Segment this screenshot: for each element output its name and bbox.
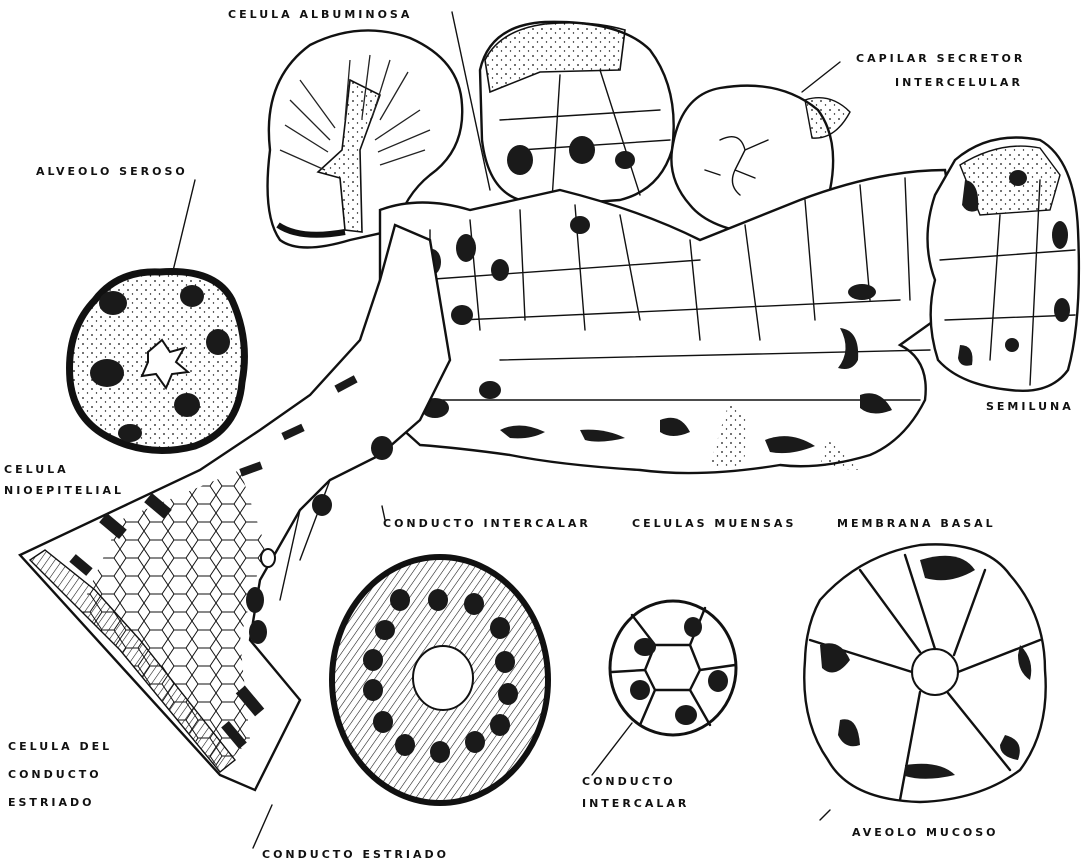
label-estriado: ESTRIADO: [8, 796, 95, 809]
label-membrana-basal: MEMBRANA BASAL: [837, 517, 996, 530]
label-alveolo-seroso: ALVEOLO SEROSO: [36, 165, 188, 178]
label-celula-mioepitelial-2: NIOEPITELIAL: [4, 484, 124, 497]
demilune-cluster: [928, 138, 1079, 391]
label-intercelular: INTERCELULAR: [895, 76, 1023, 89]
label-capilar-secretor: CAPILAR SECRETOR: [856, 52, 1025, 65]
label-celula-albuminosa: CELULA ALBUMINOSA: [228, 8, 412, 21]
striated-duct-section: [332, 557, 548, 803]
label-conducto-estriado: CONDUCTO ESTRIADO: [262, 848, 449, 861]
label-conducto-intercalar-2: INTERCALAR: [582, 797, 689, 810]
upper-acinus: [480, 22, 674, 203]
label-alveolo-mucoso: AVEOLO MUCOSO: [852, 826, 999, 839]
label-celula-del: CELULA DEL: [8, 740, 112, 753]
label-celulas-mucosas: CELULAS MUENSAS: [632, 517, 796, 530]
label-conducto-intercalar-1: CONDUCTO: [582, 775, 676, 788]
label-conducto-intercalar-top: CONDUCTO INTERCALAR: [383, 517, 591, 530]
label-celula-mioepitelial-1: CELULA: [4, 463, 69, 476]
acinus-body: [370, 170, 960, 473]
label-conducto: CONDUCTO: [8, 768, 102, 781]
serous-alveolus: [70, 272, 245, 451]
mucous-alveolus: [804, 544, 1045, 802]
label-semiluna: SEMILUNA: [986, 400, 1074, 413]
intercalated-duct-section: [610, 601, 736, 735]
